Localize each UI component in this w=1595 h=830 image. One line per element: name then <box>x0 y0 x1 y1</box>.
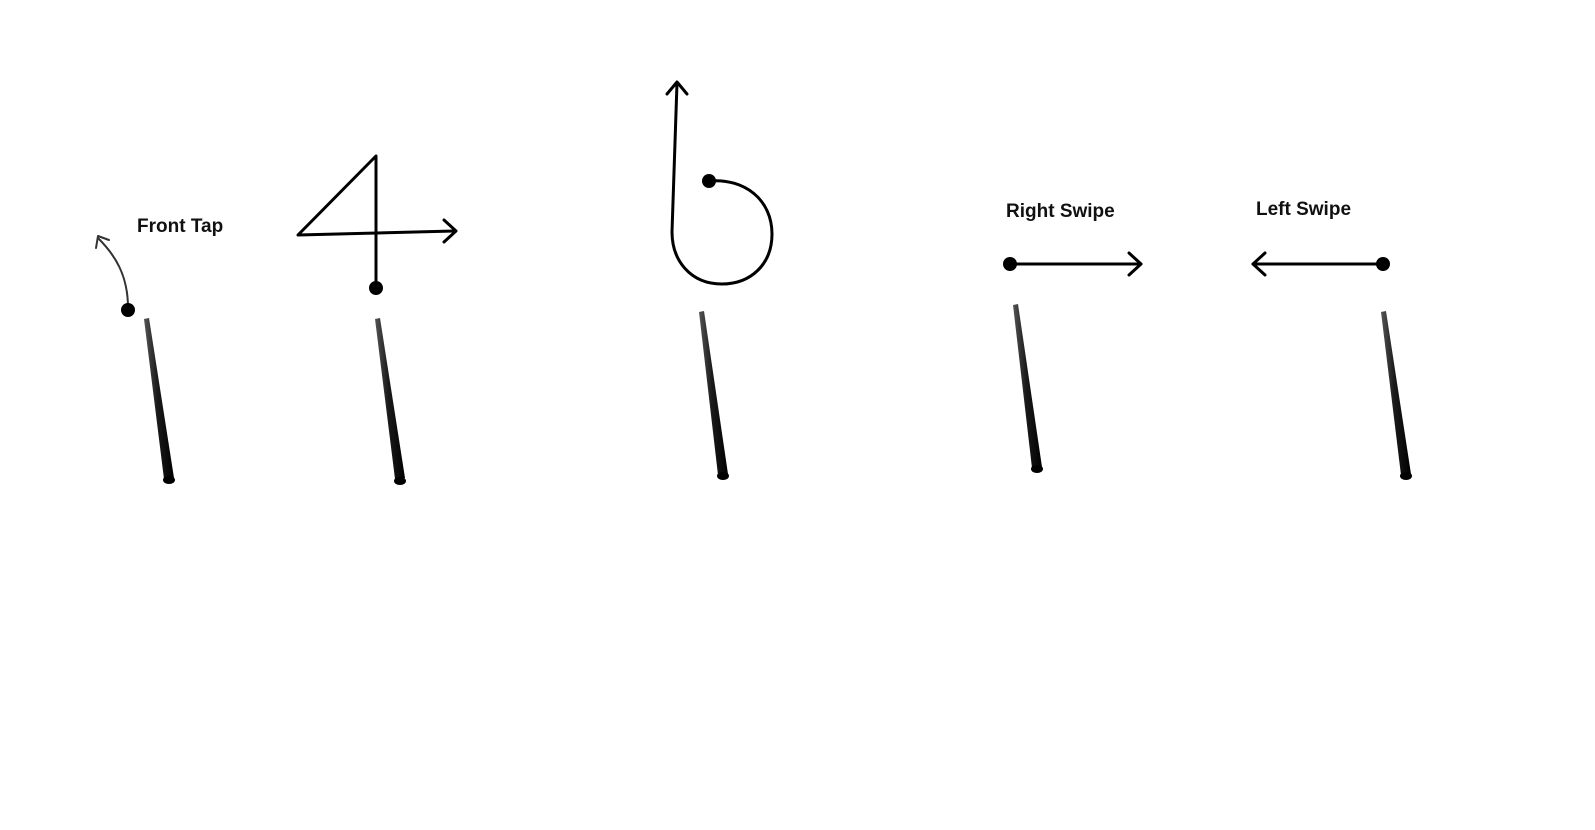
left-swipe-start-dot <box>1376 257 1390 271</box>
arrow-right-icon <box>1127 251 1143 277</box>
front-tap-start-dot <box>121 303 135 317</box>
front-tap-gesture <box>95 235 175 484</box>
right-swipe-gesture <box>1003 251 1143 473</box>
front-tap-label: Front Tap <box>137 216 224 237</box>
left-swipe-gesture <box>1251 251 1412 480</box>
wand-icon <box>1013 304 1043 473</box>
right-swipe-start-dot <box>1003 257 1017 271</box>
front-tap-arrowhead-icon <box>95 235 110 249</box>
front-tap-curved-arrow-icon <box>97 237 129 309</box>
b-stroke-icon <box>670 81 774 286</box>
four-start-dot <box>369 281 383 295</box>
wand-icon <box>375 318 406 485</box>
left-swipe-label: Left Swipe <box>1256 199 1352 220</box>
b-arrowhead-icon <box>665 80 689 96</box>
right-swipe-label: Right Swipe <box>1006 201 1115 222</box>
wand-icon <box>1381 311 1412 480</box>
four-arrowhead-icon <box>442 218 458 244</box>
four-stroke-icon <box>296 154 456 290</box>
number-four-gesture <box>296 154 458 485</box>
wand-icon <box>144 318 175 484</box>
wand-icon <box>699 311 729 480</box>
letter-b-gesture <box>665 80 774 480</box>
arrow-left-icon <box>1251 251 1267 277</box>
b-start-dot <box>702 174 716 188</box>
